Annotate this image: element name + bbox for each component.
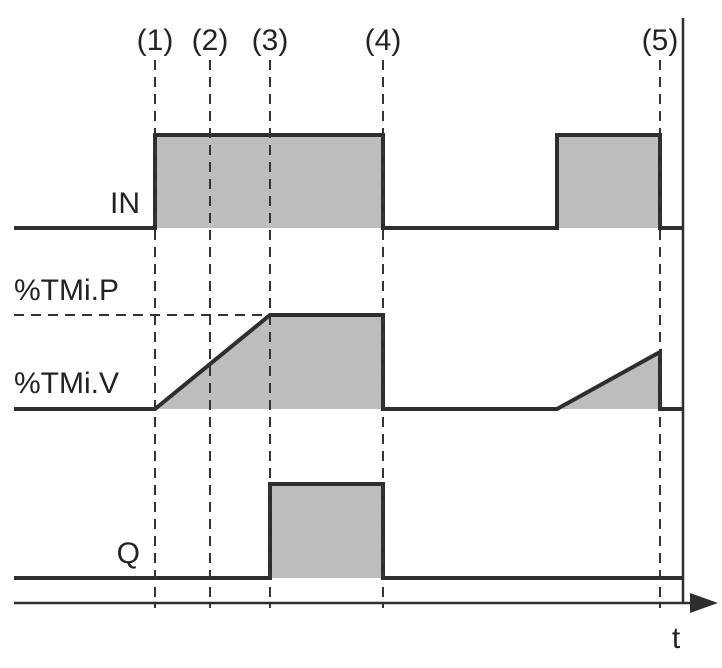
marker-lines	[154, 60, 661, 608]
marker-label-5: (5)	[642, 24, 679, 57]
in-pulse-2-fill	[557, 135, 660, 228]
in-signal-label: IN	[110, 187, 140, 220]
time-axis-arrowhead-icon	[690, 593, 718, 613]
output-signal-label: Q	[117, 537, 140, 570]
q-signal	[14, 482, 683, 580]
marker-label-2: (2)	[192, 24, 229, 57]
marker-label-1: (1)	[137, 24, 174, 57]
time-axis	[14, 593, 718, 613]
preset-signal-label: %TMi.P	[14, 274, 119, 307]
marker-label-4: (4)	[365, 24, 402, 57]
timer-value-fill-1	[155, 315, 383, 409]
marker-label-3: (3)	[252, 24, 289, 57]
q-signal-line	[14, 482, 683, 580]
time-axis-label: t	[672, 622, 681, 655]
q-pulse-fill	[270, 484, 383, 578]
value-signal-label: %TMi.V	[14, 367, 119, 400]
